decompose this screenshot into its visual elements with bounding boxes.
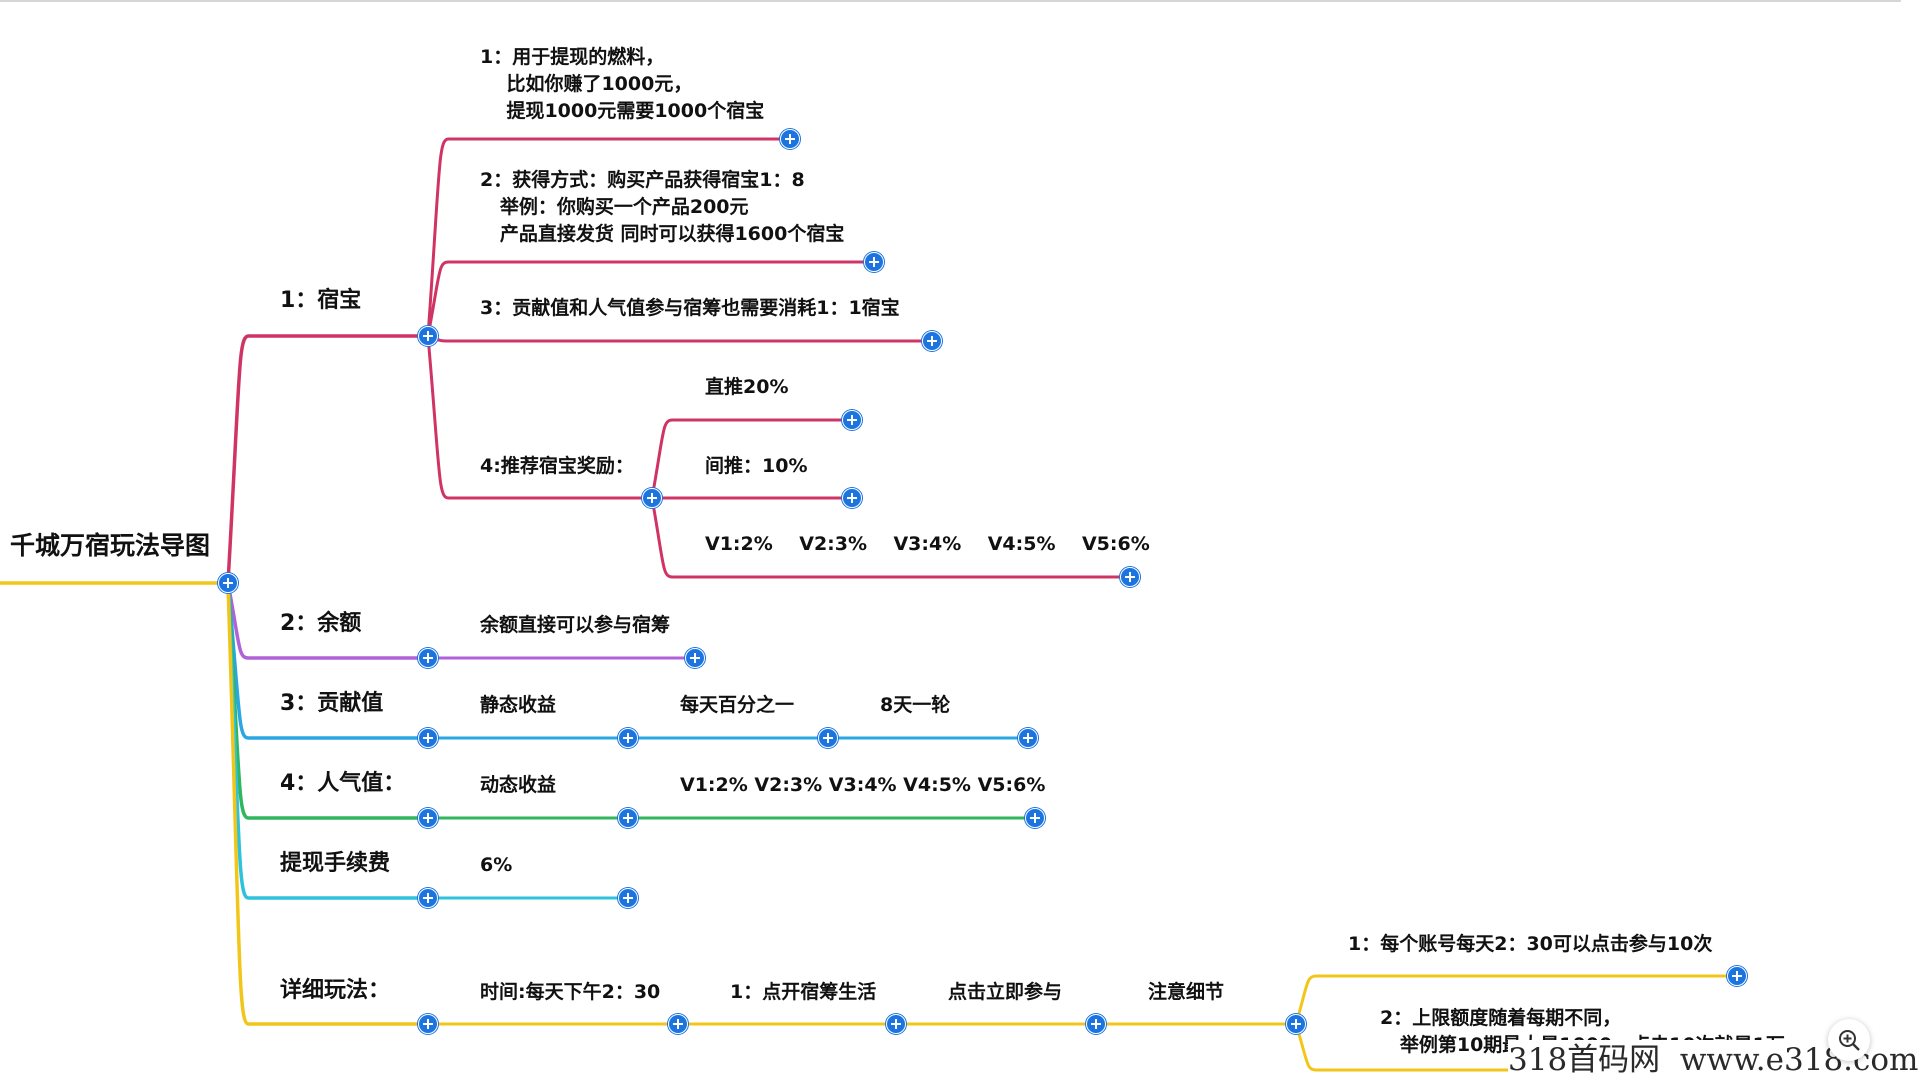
expand-popularity-icon[interactable] (418, 808, 438, 828)
expand-open-life-icon[interactable] (886, 1014, 906, 1034)
link-balance (226, 581, 430, 660)
subao-acquire-note[interactable]: 2：获得方式：购买产品获得宿宝1：8 举例：你购买一个产品200元 产品直接发货… (480, 169, 845, 245)
topic-detailed-play[interactable]: 详细玩法： (280, 978, 391, 1003)
expand-balance-note-icon[interactable] (685, 648, 705, 668)
balance-note[interactable]: 余额直接可以参与宿筹 (480, 614, 671, 636)
popularity-vip-rates[interactable]: V1:2% V2:3% V3:4% V4:5% V5:6% (680, 774, 1046, 796)
subao-use-note[interactable]: 1：用于提现的燃料， 比如你赚了1000元， 提现1000元需要1000个宿宝 (480, 46, 765, 122)
expand-acquire-note-icon[interactable] (864, 252, 884, 272)
expand-popularity-vip-icon[interactable] (1025, 808, 1045, 828)
root-topic[interactable]: 千城万宿玩法导图 (10, 531, 211, 560)
daily-one-percent[interactable]: 每天百分之一 (680, 694, 795, 716)
link-consume-note (426, 334, 934, 343)
expand-balance-icon[interactable] (418, 648, 438, 668)
link-daily-limit (1294, 974, 1739, 1026)
step-join-now[interactable]: 点击立即参与 (948, 981, 1063, 1003)
expand-direct-icon[interactable] (842, 410, 862, 430)
subao-referral-reward[interactable]: 4:推荐宿宝奖励： (480, 455, 634, 477)
step-open-life[interactable]: 1：点开宿筹生活 (730, 981, 877, 1003)
expand-dynamic-icon[interactable] (618, 808, 638, 828)
expand-daily-icon[interactable] (818, 728, 838, 748)
link-subao (226, 334, 430, 585)
expand-contribution-icon[interactable] (418, 728, 438, 748)
expand-cycle-icon[interactable] (1018, 728, 1038, 748)
link-quota-example (1294, 1022, 1782, 1072)
note-daily-limit[interactable]: 1：每个账号每天2：30可以点击参与10次 (1348, 933, 1713, 955)
expand-indirect-icon[interactable] (842, 488, 862, 508)
play-time[interactable]: 时间:每天下午2：30 (480, 981, 661, 1003)
expand-detailed-play-icon[interactable] (418, 1014, 438, 1034)
static-income[interactable]: 静态收益 (480, 694, 557, 716)
direct-referral-rate[interactable]: 直推20% (705, 376, 789, 398)
topic-contribution[interactable]: 3：贡献值 (280, 691, 384, 716)
expand-daily-limit-icon[interactable] (1727, 966, 1747, 986)
link-detailed-play (226, 581, 430, 1026)
eight-day-cycle[interactable]: 8天一轮 (880, 694, 951, 716)
expand-fee-rate-icon[interactable] (618, 888, 638, 908)
topic-popularity[interactable]: 4：人气值： (280, 771, 406, 796)
link-vip (650, 496, 1132, 579)
step-notes[interactable]: 注意细节 (1148, 981, 1225, 1003)
dynamic-income[interactable]: 动态收益 (480, 774, 557, 796)
expand-use-note-icon[interactable] (780, 129, 800, 149)
subao-consume-note[interactable]: 3：贡献值和人气值参与宿筹也需要消耗1：1宿宝 (480, 297, 900, 319)
expand-consume-note-icon[interactable] (922, 331, 942, 351)
zoom-plus-icon[interactable] (1828, 1019, 1870, 1061)
topic-subao[interactable]: 1：宿宝 (280, 288, 362, 313)
link-use-note (426, 137, 792, 338)
expand-referral-icon[interactable] (642, 488, 662, 508)
vip-level-rates[interactable]: V1:2% V2:3% V3:4% V4:5% V5:6% (705, 533, 1150, 555)
link-acquire-note (426, 260, 876, 338)
topic-balance[interactable]: 2：余额 (280, 611, 362, 636)
expand-join-now-icon[interactable] (1086, 1014, 1106, 1034)
expand-play-time-icon[interactable] (668, 1014, 688, 1034)
expand-root-icon[interactable] (218, 573, 238, 593)
link-referral (426, 334, 654, 500)
topic-withdraw-fee[interactable]: 提现手续费 (280, 851, 391, 876)
withdraw-fee-rate[interactable]: 6% (480, 854, 513, 876)
expand-vip-icon[interactable] (1120, 567, 1140, 587)
expand-subao-icon[interactable] (418, 326, 438, 346)
expand-withdraw-fee-icon[interactable] (418, 888, 438, 908)
top-divider (0, 0, 1901, 2)
expand-static-icon[interactable] (618, 728, 638, 748)
expand-notes-icon[interactable] (1286, 1014, 1306, 1034)
link-direct (650, 418, 854, 500)
indirect-referral-rate[interactable]: 间推：10% (705, 455, 808, 477)
